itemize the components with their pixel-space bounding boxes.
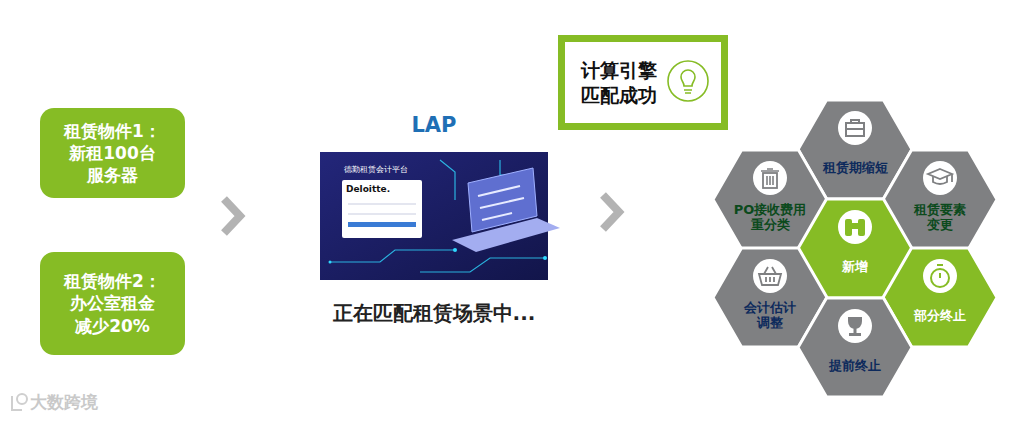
scenario-label: 部分终止 bbox=[901, 309, 979, 324]
chevron-arrow bbox=[603, 195, 619, 229]
engine-callout: 计算引擎 匹配成功 bbox=[558, 35, 728, 130]
binocular-left bbox=[845, 219, 852, 236]
bulb-icon bbox=[668, 61, 708, 101]
icon-disc bbox=[923, 161, 957, 195]
engine-text: 计算引擎 匹配成功 bbox=[581, 58, 665, 107]
trophy-stem bbox=[854, 328, 857, 333]
laptop-lines bbox=[478, 186, 524, 220]
binocular-bridge bbox=[852, 223, 858, 229]
platform-panel: LAP 正在匹配租赁场景中... bbox=[300, 113, 568, 325]
screen-title: 德勤租赁会计平台 bbox=[344, 165, 408, 175]
stopwatch-icon bbox=[931, 265, 949, 287]
login-button bbox=[348, 222, 416, 227]
cap-band bbox=[933, 174, 952, 184]
icon-disc bbox=[838, 309, 872, 343]
hexagon-outline bbox=[798, 298, 912, 397]
trophy-cup bbox=[848, 317, 862, 329]
login-card bbox=[342, 180, 422, 238]
scenario-label: 新增 bbox=[816, 260, 894, 275]
basket-handle bbox=[764, 267, 776, 274]
lease-item-text: 租赁物件2： 办公室租金 减少20% bbox=[57, 270, 169, 336]
trophy-base bbox=[849, 333, 861, 336]
lease-item-box: 租赁物件2： 办公室租金 减少20% bbox=[40, 252, 185, 355]
icon-disc bbox=[753, 259, 787, 293]
watermark: 大数跨境 bbox=[30, 392, 98, 412]
scenario-label: 租赁要素 变更 bbox=[901, 203, 979, 233]
trash-icon bbox=[761, 169, 779, 188]
chevron-arrow bbox=[224, 199, 240, 233]
platform-title: LAP bbox=[411, 113, 456, 138]
binoculars-icon bbox=[845, 219, 865, 236]
brand-logo-text: Deloitte. bbox=[346, 184, 390, 195]
watermark-logo bbox=[12, 394, 27, 410]
icon-disc bbox=[753, 161, 787, 195]
hexagon-shape bbox=[798, 298, 912, 397]
scenario-label: 会计估计 调整 bbox=[731, 301, 809, 331]
icon-disc bbox=[838, 210, 872, 244]
stopwatch-hand bbox=[937, 265, 943, 278]
icon-disc bbox=[838, 111, 872, 145]
briefcase-icon bbox=[846, 120, 864, 136]
screen-panel bbox=[320, 152, 548, 280]
trophy-icon bbox=[848, 317, 862, 336]
laptop-base bbox=[452, 218, 560, 252]
status-caption: 正在匹配租赁场景中... bbox=[333, 301, 536, 325]
cap-icon bbox=[928, 169, 952, 184]
scenario-label: PO接收费用 重分类 bbox=[731, 203, 809, 233]
circuit-lines bbox=[330, 160, 545, 272]
lease-item-box: 租赁物件1： 新租100台 服务器 bbox=[40, 108, 185, 198]
basket-body bbox=[759, 274, 781, 285]
cap-top bbox=[928, 169, 952, 179]
trash-lid bbox=[761, 169, 779, 185]
scenario-label: 租赁期缩短 bbox=[816, 161, 894, 176]
icon-disc bbox=[923, 259, 957, 293]
briefcase-handle bbox=[846, 120, 864, 129]
scenario-hexagon: 提前终止 bbox=[798, 298, 912, 397]
scenario-label: 提前终止 bbox=[816, 359, 894, 374]
binocular-right bbox=[858, 219, 865, 236]
lease-item-text: 租赁物件1： 新租100台 服务器 bbox=[57, 120, 169, 186]
login-inputs bbox=[348, 204, 416, 214]
basket-icon bbox=[759, 267, 781, 285]
